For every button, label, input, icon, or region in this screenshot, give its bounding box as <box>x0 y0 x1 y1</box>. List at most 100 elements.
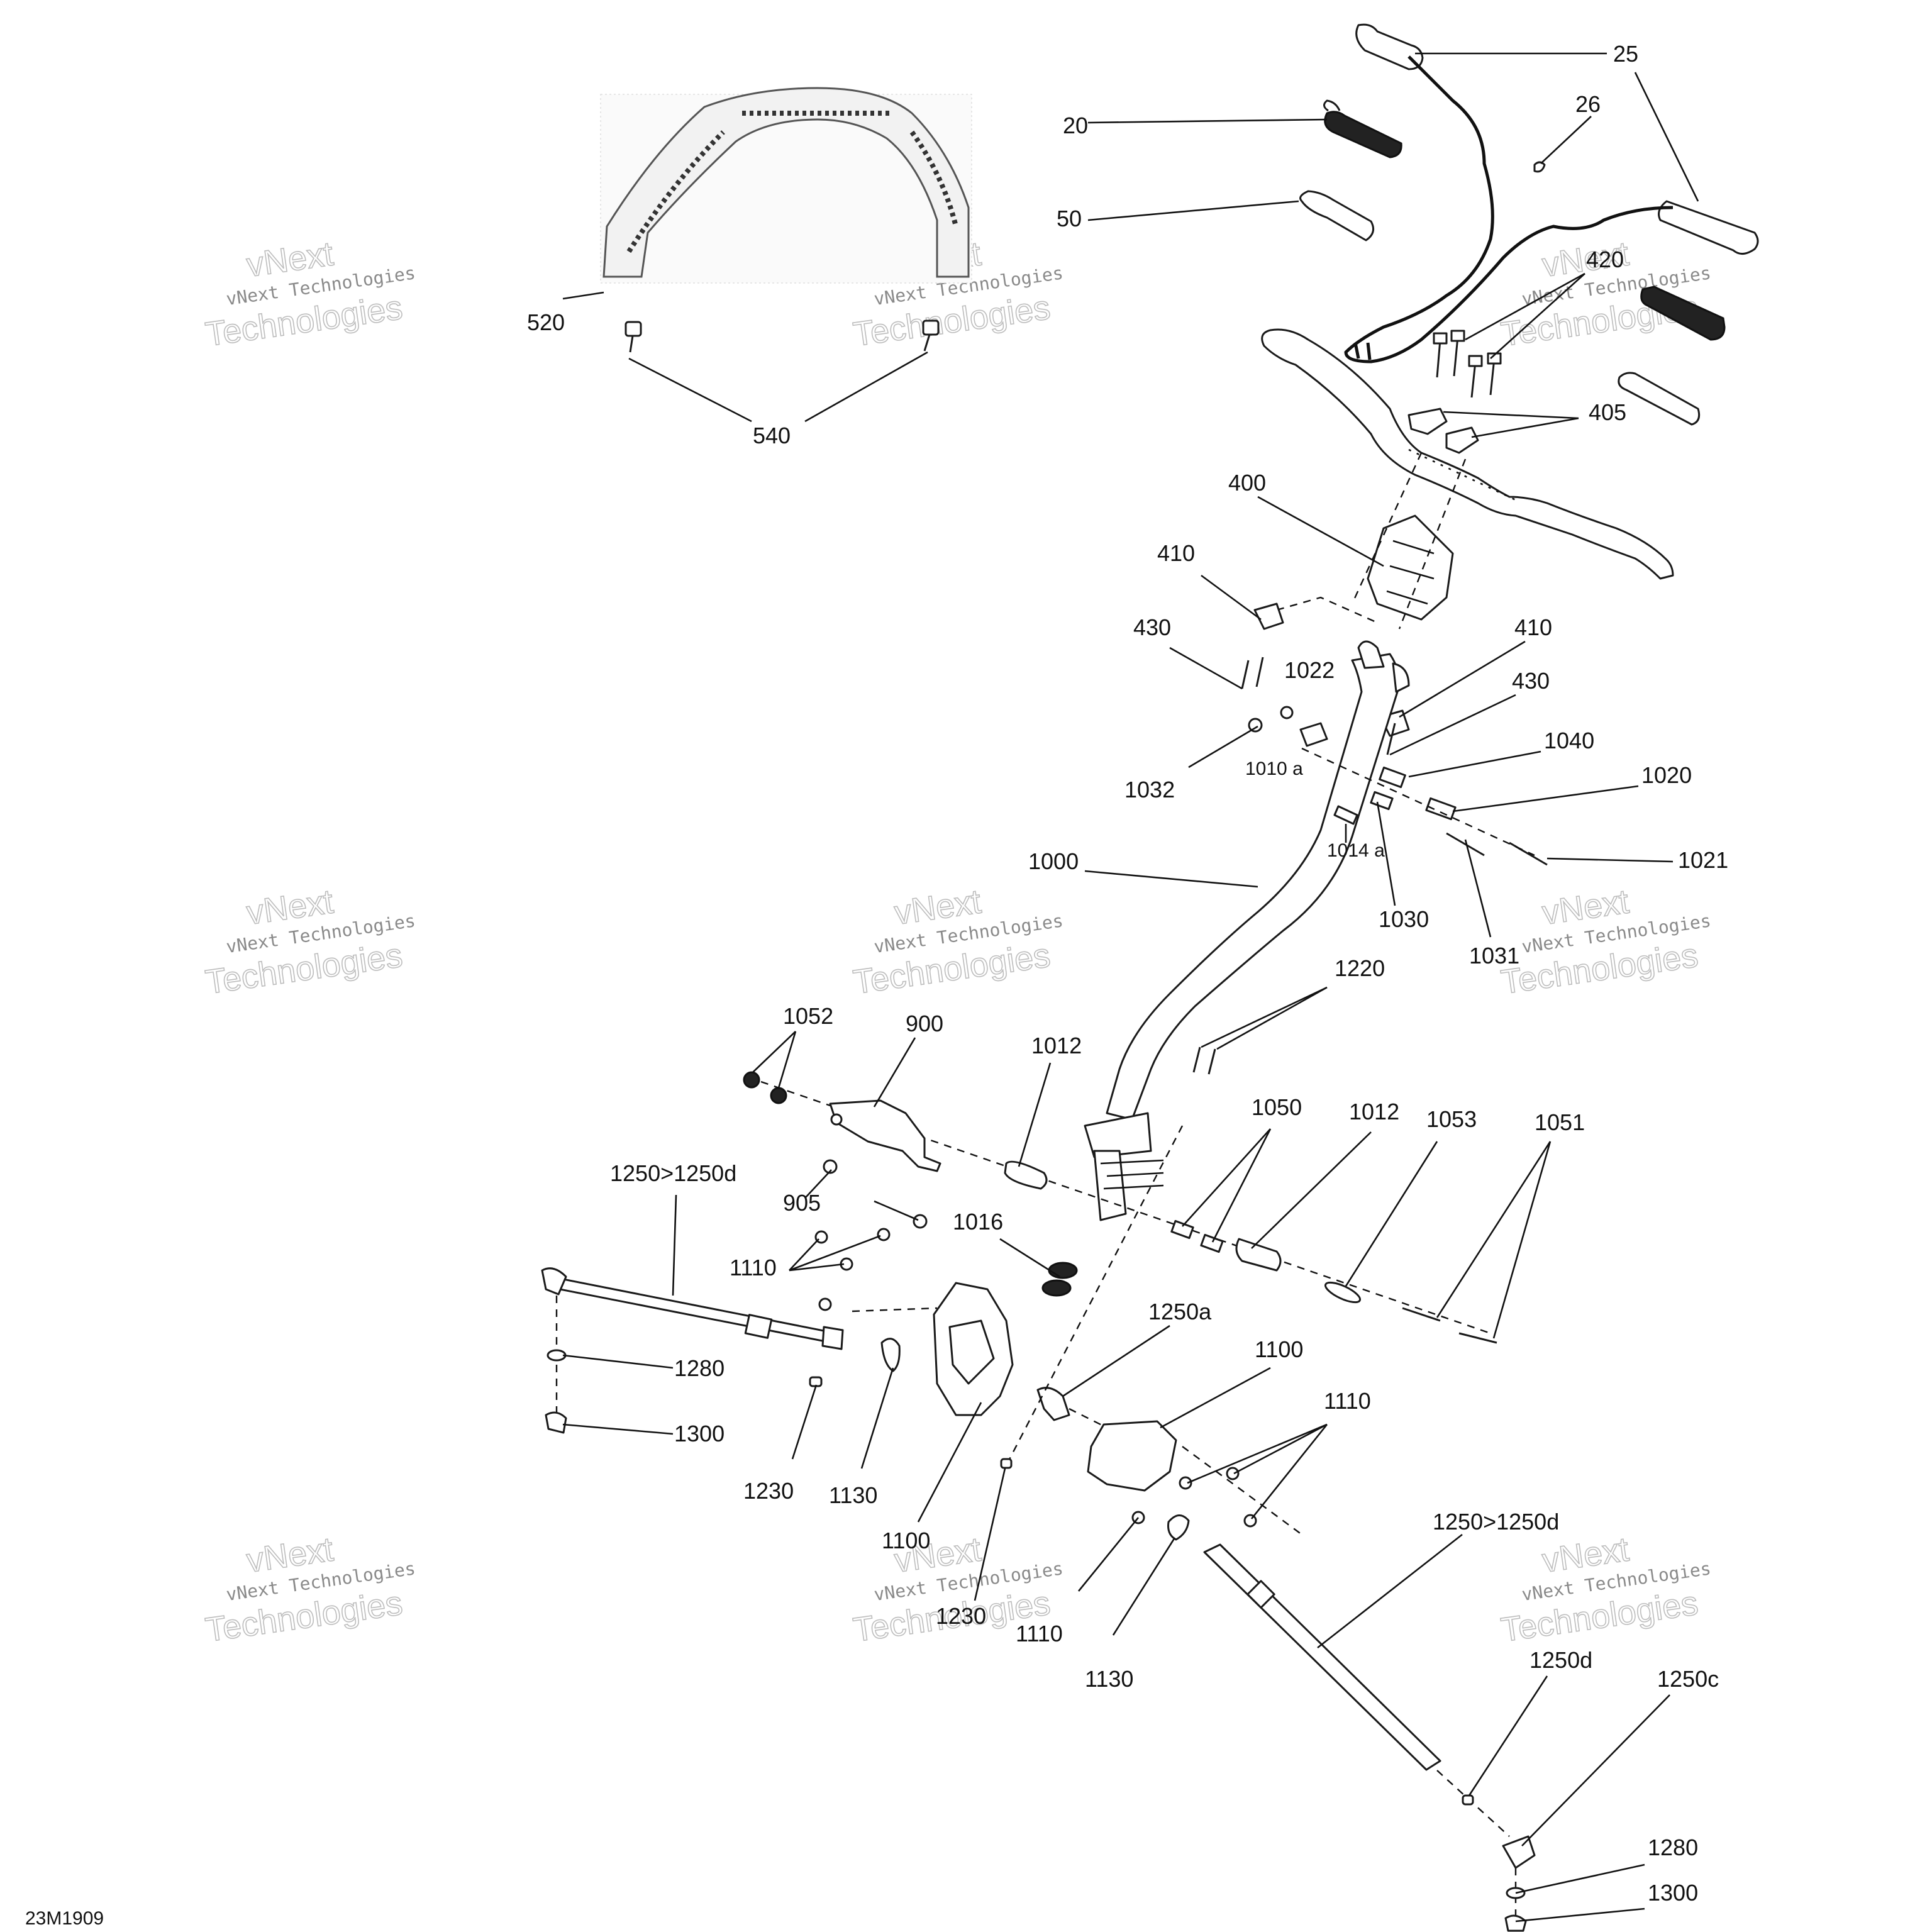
label-1110-top: 1110 <box>730 1255 777 1280</box>
label-410-top: 410 <box>1157 540 1195 566</box>
label-1250d: 1250d <box>1530 1647 1592 1673</box>
label-26: 26 <box>1575 91 1601 117</box>
label-1280-left: 1280 <box>674 1355 724 1381</box>
nut-905-a <box>823 1159 838 1174</box>
bolt-1051-a <box>1402 1307 1441 1322</box>
label-1130-left: 1130 <box>829 1482 877 1508</box>
column-clamp-410-left <box>1253 602 1284 630</box>
leader-lines <box>562 52 1699 1923</box>
watermark-group: vNext vNext Technologies Technologies vN… <box>203 235 1712 1650</box>
label-520: 520 <box>527 309 565 335</box>
spacer-1030 <box>1370 791 1394 811</box>
seal-1016-b <box>1041 1279 1072 1297</box>
label-1220: 1220 <box>1335 955 1385 981</box>
label-1014a: 1014 a <box>1327 840 1385 861</box>
pad-bolt-right <box>922 319 940 352</box>
riser-block-400 <box>1367 514 1454 621</box>
nut-1022 <box>1280 706 1294 719</box>
housing-1100-left <box>933 1282 1014 1416</box>
rod-end-1250c <box>1502 1835 1536 1869</box>
grip-50 <box>1299 190 1375 242</box>
seal-1016-a <box>1048 1262 1078 1279</box>
bolt-1021 <box>1509 841 1548 866</box>
housing-1100-right <box>1087 1420 1177 1492</box>
label-410-right: 410 <box>1514 614 1552 640</box>
label-1016: 1016 <box>953 1209 1003 1235</box>
label-1230-lower: 1230 <box>936 1603 986 1629</box>
spacer-1050-a <box>1170 1219 1194 1240</box>
diagram-id: 23M1909 <box>25 1908 104 1929</box>
label-1230-left: 1230 <box>743 1478 794 1504</box>
label-1110-lower: 1110 <box>1016 1621 1063 1646</box>
label-1250a: 1250a <box>1148 1299 1212 1324</box>
label-1021: 1021 <box>1678 847 1728 873</box>
label-1020: 1020 <box>1641 762 1692 788</box>
nut-1280-left <box>547 1349 567 1362</box>
bushing-1012-left <box>1004 1160 1048 1190</box>
handlebar-clamps-405 <box>1407 408 1479 454</box>
clip-26 <box>1533 161 1546 173</box>
cap-1300-right <box>1504 1914 1527 1932</box>
label-1130-right: 1130 <box>1085 1666 1133 1692</box>
spacer-1050-b <box>1200 1233 1224 1253</box>
block-1010a <box>1299 722 1328 747</box>
label-50: 50 <box>1057 206 1082 231</box>
label-1110-right: 1110 <box>1324 1388 1371 1414</box>
clip-1130-right <box>1167 1514 1190 1541</box>
label-905: 905 <box>783 1190 821 1216</box>
nuts-1052-a <box>743 1071 760 1089</box>
label-1051: 1051 <box>1535 1109 1585 1135</box>
label-1300-right: 1300 <box>1648 1880 1698 1906</box>
screw-1110-e <box>1179 1476 1192 1490</box>
label-1012-right: 1012 <box>1349 1099 1399 1124</box>
cap-1300-left <box>545 1411 567 1434</box>
clip-1130-left <box>880 1338 901 1372</box>
label-1250c: 1250c <box>1657 1666 1719 1692</box>
pad-bolt-left <box>625 321 642 353</box>
bushing-1020 <box>1425 797 1457 821</box>
column-bolts-430-left <box>1241 657 1264 689</box>
heated-grip-right <box>1658 200 1759 255</box>
label-420: 420 <box>1586 247 1624 272</box>
steering-column-1000 <box>1084 640 1410 1221</box>
handlebar-bolts-420 <box>1433 330 1502 398</box>
shim-1014a <box>1333 805 1358 825</box>
label-1000: 1000 <box>1028 848 1079 874</box>
label-1300-left: 1300 <box>674 1421 724 1446</box>
tie-rod-right <box>1203 1543 1441 1771</box>
sleeve-1040 <box>1379 766 1406 789</box>
pin-1250d <box>1462 1794 1474 1806</box>
label-1030: 1030 <box>1379 906 1429 932</box>
label-1100-left: 1100 <box>882 1528 930 1553</box>
rod-end-1250a <box>1036 1387 1070 1421</box>
bracket-900 <box>829 1099 941 1172</box>
bolt-1051-b <box>1458 1332 1497 1344</box>
label-1012-left: 1012 <box>1031 1033 1082 1058</box>
washer-1032 <box>1248 718 1263 733</box>
heated-grip-wire <box>1344 55 1674 364</box>
label-1031: 1031 <box>1469 943 1519 969</box>
screw-1110-f <box>1226 1467 1240 1480</box>
label-1280-right: 1280 <box>1648 1835 1698 1860</box>
bolts-1220 <box>1192 1046 1216 1075</box>
handlebar <box>1261 328 1674 580</box>
bolt-1031 <box>1446 832 1485 857</box>
screw-1110-d <box>818 1297 832 1311</box>
grip-right-dark <box>1640 286 1726 341</box>
label-1050: 1050 <box>1252 1094 1302 1120</box>
label-430-right: 430 <box>1512 668 1550 694</box>
label-405: 405 <box>1589 399 1626 425</box>
grip-right-plain <box>1618 372 1701 426</box>
washer-1053 <box>1324 1281 1362 1304</box>
label-1250-range-left: 1250>1250d <box>610 1160 736 1186</box>
label-25: 25 <box>1613 41 1638 67</box>
label-430-top: 430 <box>1133 614 1171 640</box>
grip-20 <box>1323 99 1402 158</box>
tie-rod-left <box>541 1267 844 1350</box>
label-1022: 1022 <box>1284 657 1335 683</box>
callout-labels: 25 26 20 50 520 540 420 405 400 410 430 … <box>25 41 1728 1929</box>
screw-1110-b <box>877 1228 891 1241</box>
nuts-1052-b <box>770 1087 787 1104</box>
label-1052: 1052 <box>783 1003 833 1029</box>
